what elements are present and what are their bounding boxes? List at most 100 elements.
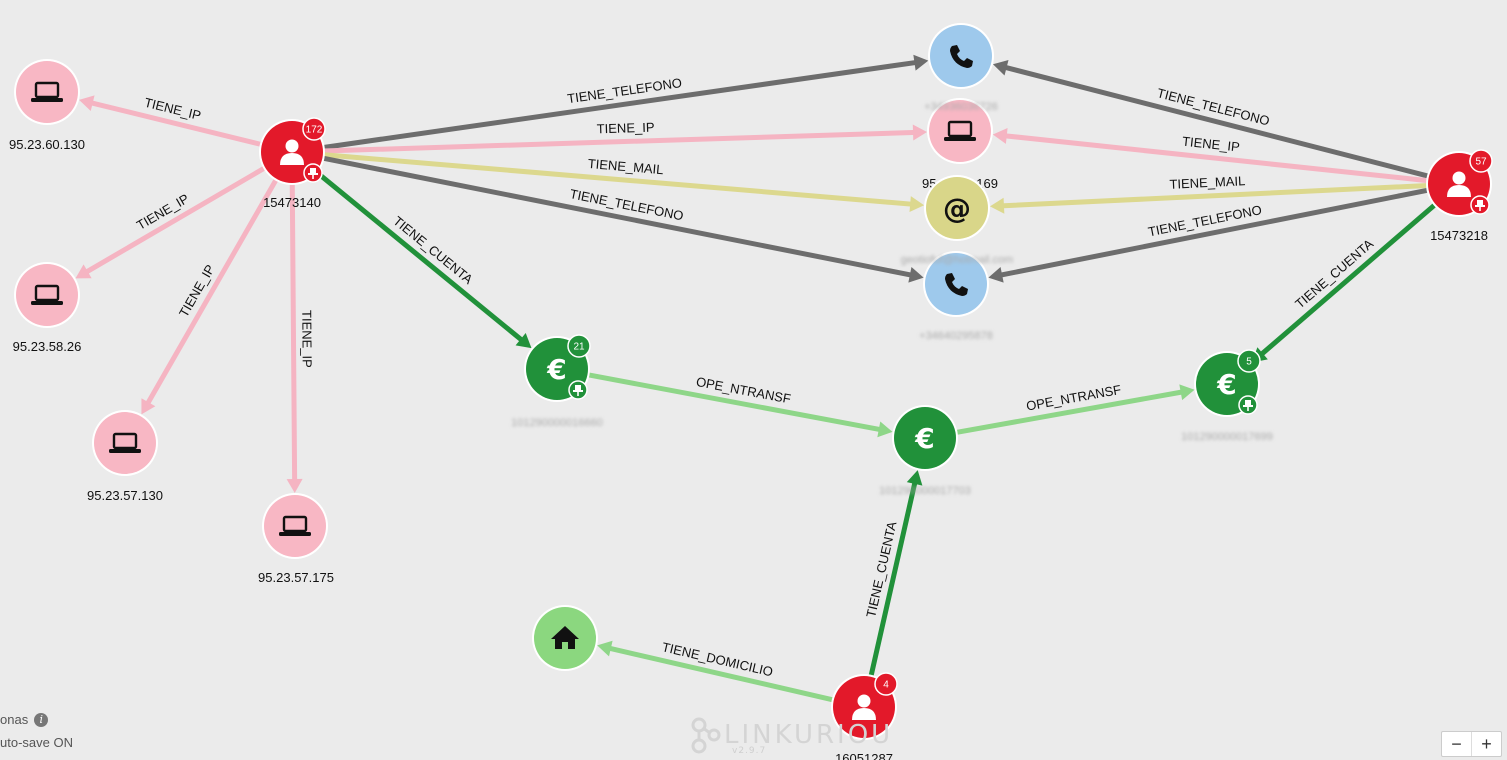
- node-label: 15473140: [263, 195, 321, 210]
- euro-icon: €: [546, 353, 566, 386]
- edge-label: TIENE_IP: [299, 310, 314, 368]
- badge-count: 5: [1246, 357, 1252, 368]
- autosave-status: uto-save ON: [0, 735, 73, 750]
- edge-ip[interactable]: [992, 128, 1431, 184]
- watermark-brand: LINKURIOU: [724, 720, 894, 750]
- svg-text:€: €: [546, 353, 566, 386]
- count-badge: 4: [874, 672, 898, 696]
- node-label: 95.23.58.26: [13, 339, 82, 354]
- edge-transfer[interactable]: [953, 384, 1195, 436]
- node-label: 95.23.57.130: [87, 488, 163, 503]
- node-label: 95.23.57.175: [258, 570, 334, 585]
- node-address[interactable]: [532, 605, 598, 671]
- node-label: 101290000017703: [879, 485, 971, 497]
- edge-phone[interactable]: [988, 187, 1432, 283]
- badge-count: 4: [883, 680, 889, 691]
- node-ip[interactable]: 95.23.57.175: [258, 493, 334, 585]
- home-icon: [551, 626, 579, 649]
- svg-text:€: €: [914, 422, 934, 455]
- pin-icon[interactable]: [1238, 395, 1258, 415]
- edges-layer: [75, 54, 1439, 703]
- node-label: geotiofuf@hotmail.com: [901, 254, 1014, 266]
- node-ip[interactable]: 95.23.58.26: [13, 262, 82, 354]
- edge-ip[interactable]: [286, 180, 303, 494]
- info-icon[interactable]: i: [34, 712, 49, 727]
- edge-label: TIENE_MAIL: [1169, 173, 1245, 192]
- count-badge: 5: [1237, 349, 1261, 373]
- edge-label: TIENE_TELEFONO: [566, 75, 683, 106]
- edge-mail[interactable]: [989, 182, 1431, 214]
- node-label: 16051287: [835, 751, 893, 760]
- edge-label: TIENE_IP: [596, 120, 654, 137]
- edge-label: TIENE_IP: [1181, 134, 1240, 155]
- zoom-out-button[interactable]: −: [1442, 732, 1472, 756]
- zoom-in-button[interactable]: +: [1481, 734, 1492, 754]
- node-person[interactable]: 172 15473140: [259, 117, 326, 210]
- node-ip[interactable]: 95.23.60.130: [9, 59, 85, 152]
- edge-phone[interactable]: [992, 59, 1432, 179]
- badge-count: 57: [1475, 157, 1487, 168]
- node-account[interactable]: €21 101290000016660: [511, 334, 603, 429]
- edge-account[interactable]: [313, 169, 532, 349]
- count-badge: 21: [567, 334, 591, 358]
- edge-ip[interactable]: [75, 165, 268, 279]
- at-icon: @: [943, 192, 971, 225]
- edge-phone[interactable]: [320, 54, 929, 151]
- node-label: 101290000016660: [511, 417, 603, 429]
- status-panel: onas i uto-save ON: [0, 708, 73, 754]
- personas-label: onas: [0, 712, 29, 727]
- laptop-icon: [279, 515, 311, 536]
- laptop-icon: [109, 432, 141, 453]
- node-label: +34640295878: [919, 330, 993, 342]
- nodes-layer: 172 15473140 57 15473218 4 16051287 95.23.60.1…: [9, 23, 1493, 760]
- badge-count: 21: [573, 342, 585, 353]
- edge-address[interactable]: [597, 640, 837, 703]
- edge-account[interactable]: [1251, 201, 1439, 363]
- edge-label: OPE_NTRANSF: [1025, 382, 1122, 414]
- edge-label: TIENE_CUENTA: [1292, 236, 1376, 312]
- node-account[interactable]: €5 101290000017699: [1181, 349, 1273, 443]
- node-phone[interactable]: +34936036726: [924, 23, 998, 113]
- node-ip[interactable]: 95.23.57.130: [87, 410, 163, 503]
- edge-ip[interactable]: [141, 176, 280, 415]
- pin-icon[interactable]: [303, 163, 323, 183]
- euro-icon: €: [914, 422, 934, 455]
- watermark-logo: LINKURIOU v2.9.7: [690, 716, 894, 756]
- phone-icon: [950, 45, 973, 68]
- logo-icon: [691, 717, 721, 754]
- user-icon: [280, 139, 304, 165]
- pin-icon[interactable]: [568, 380, 588, 400]
- node-mail[interactable]: @ geotiofuf@hotmail.com: [901, 175, 1014, 266]
- pin-icon[interactable]: [1470, 195, 1490, 215]
- laptop-icon: [944, 120, 976, 141]
- edge-mail[interactable]: [320, 152, 925, 213]
- zoom-control: − +: [1441, 731, 1502, 757]
- svg-text:@: @: [943, 192, 971, 225]
- edge-account[interactable]: [868, 470, 923, 680]
- node-label: 101290000017699: [1181, 431, 1273, 443]
- user-icon: [852, 694, 876, 720]
- node-account[interactable]: €101290000017703: [879, 405, 971, 497]
- node-phone[interactable]: +34640295878: [919, 251, 993, 342]
- node-label: 15473218: [1430, 228, 1488, 243]
- node-person[interactable]: 4 16051287: [831, 672, 898, 760]
- svg-text:€: €: [1216, 368, 1236, 401]
- count-badge: 57: [1469, 149, 1493, 173]
- user-icon: [1447, 171, 1471, 197]
- edge-label: TIENE_MAIL: [587, 156, 664, 177]
- edge-phone[interactable]: [319, 155, 924, 283]
- node-label: 95.23.60.130: [9, 137, 85, 152]
- badge-count: 172: [306, 125, 323, 136]
- edge-ip[interactable]: [320, 124, 928, 154]
- euro-icon: €: [1216, 368, 1236, 401]
- phone-icon: [945, 273, 968, 296]
- edge-ip[interactable]: [79, 95, 265, 148]
- laptop-icon: [31, 284, 63, 305]
- node-person[interactable]: 57 15473218: [1426, 149, 1493, 243]
- node-label: +34936036726: [924, 101, 998, 113]
- edge-label: TIENE_CUENTA: [390, 213, 476, 287]
- laptop-icon: [31, 81, 63, 102]
- edge-transfer[interactable]: [584, 372, 893, 438]
- count-badge: 172: [302, 117, 326, 141]
